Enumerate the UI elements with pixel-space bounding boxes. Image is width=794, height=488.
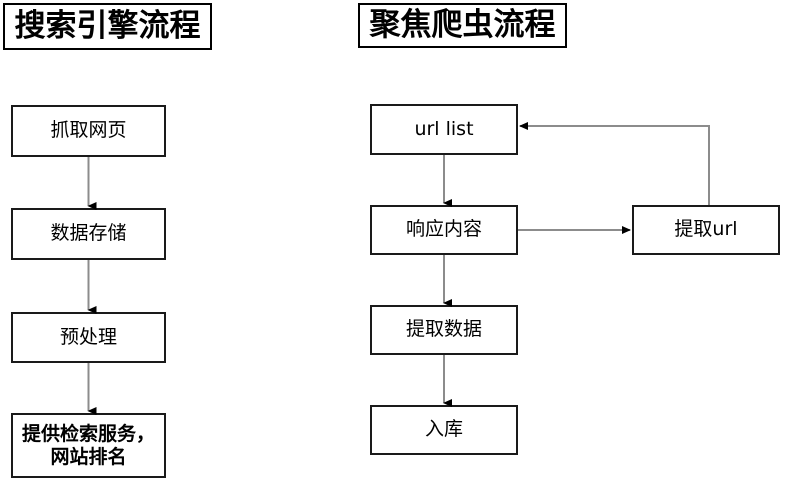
node-label-search-service: 提供检索服务，网站排名	[21, 423, 155, 468]
panel-title-search-engine: 搜索引擎流程	[14, 8, 201, 44]
panel-title-box-search-engine: 搜索引擎流程	[3, 3, 212, 50]
node-label-extract-url: 提取url	[674, 218, 738, 241]
node-label-store-db: 入库	[424, 418, 463, 441]
node-response-body[interactable]: 响应内容	[370, 205, 518, 255]
node-label-crawl-pages: 抓取网页	[50, 119, 127, 142]
node-label-preprocess: 预处理	[59, 325, 117, 348]
node-label-response-body: 响应内容	[405, 218, 482, 241]
node-crawl-pages[interactable]: 抓取网页	[11, 105, 166, 157]
panel-title-box-focused-crawler: 聚焦爬虫流程	[358, 3, 567, 48]
node-url-list[interactable]: url list	[370, 104, 518, 155]
node-preprocess[interactable]: 预处理	[11, 312, 166, 363]
node-extract-url[interactable]: 提取url	[632, 205, 780, 255]
node-data-storage[interactable]: 数据存储	[11, 208, 166, 260]
node-search-service[interactable]: 提供检索服务，网站排名	[11, 413, 166, 478]
node-label-extract-data: 提取数据	[405, 318, 482, 341]
node-label-url-list: url list	[414, 117, 474, 140]
node-store-db[interactable]: 入库	[370, 405, 518, 455]
edge-extract-url-to-url-list-feedback	[519, 122, 710, 205]
node-extract-data[interactable]: 提取数据	[370, 305, 518, 355]
panel-title-focused-crawler: 聚焦爬虫流程	[369, 7, 556, 43]
node-label-data-storage: 数据存储	[50, 222, 127, 245]
